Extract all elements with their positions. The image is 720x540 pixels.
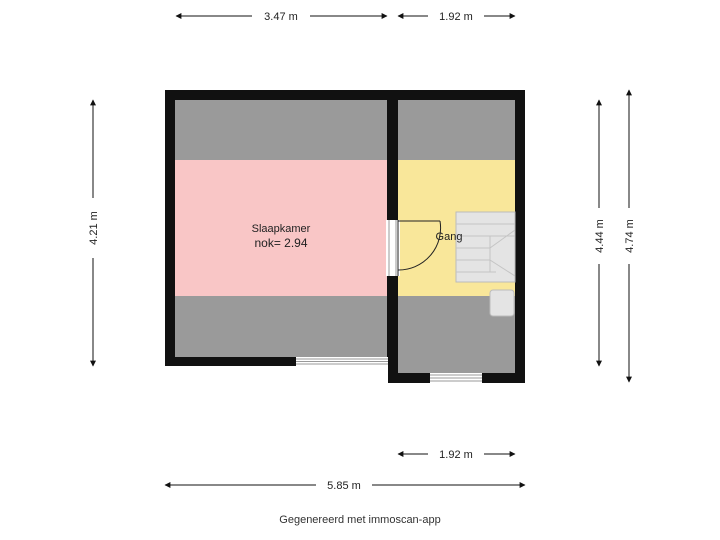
door <box>386 220 442 276</box>
bedroom-area <box>175 160 387 296</box>
dimension-right-outer: 4.74 m <box>624 89 636 383</box>
window-hallway <box>430 373 482 383</box>
dimension-right-outer-text: 4.74 m <box>624 219 636 253</box>
dimension-top-left-text: 3.47 m <box>264 11 298 23</box>
dimension-bottom-right: 1.92 m <box>397 449 516 461</box>
dimension-right-inner: 4.44 m <box>594 99 606 367</box>
hallway-label: Gang <box>436 231 463 243</box>
bedroom-label: Slaapkamer <box>252 223 311 235</box>
bedroom-slope-bottom <box>175 296 387 357</box>
dimension-top-left: 3.47 m <box>175 8 388 24</box>
dimension-top-right-text: 1.92 m <box>439 11 473 23</box>
dimension-left-text: 4.21 m <box>88 211 100 245</box>
dimension-left: 4.21 m <box>88 99 100 367</box>
bedroom-slope-top <box>175 100 387 160</box>
dimension-bottom-total: 5.85 m <box>164 480 526 492</box>
fixture <box>489 289 515 317</box>
dimension-top-right: 1.92 m <box>397 11 516 23</box>
window-bedroom <box>296 357 388 366</box>
dimension-right-inner-text: 4.44 m <box>594 219 606 253</box>
dimension-bottom-right-text: 1.92 m <box>439 449 473 461</box>
hallway-slope-top <box>398 100 515 160</box>
footer-credit: Gegenereerd met immoscan-app <box>279 514 441 526</box>
dimension-bottom-total-text: 5.85 m <box>327 480 361 492</box>
staircase <box>455 211 516 283</box>
bedroom-ridge-label: nok= 2.94 <box>254 236 307 250</box>
